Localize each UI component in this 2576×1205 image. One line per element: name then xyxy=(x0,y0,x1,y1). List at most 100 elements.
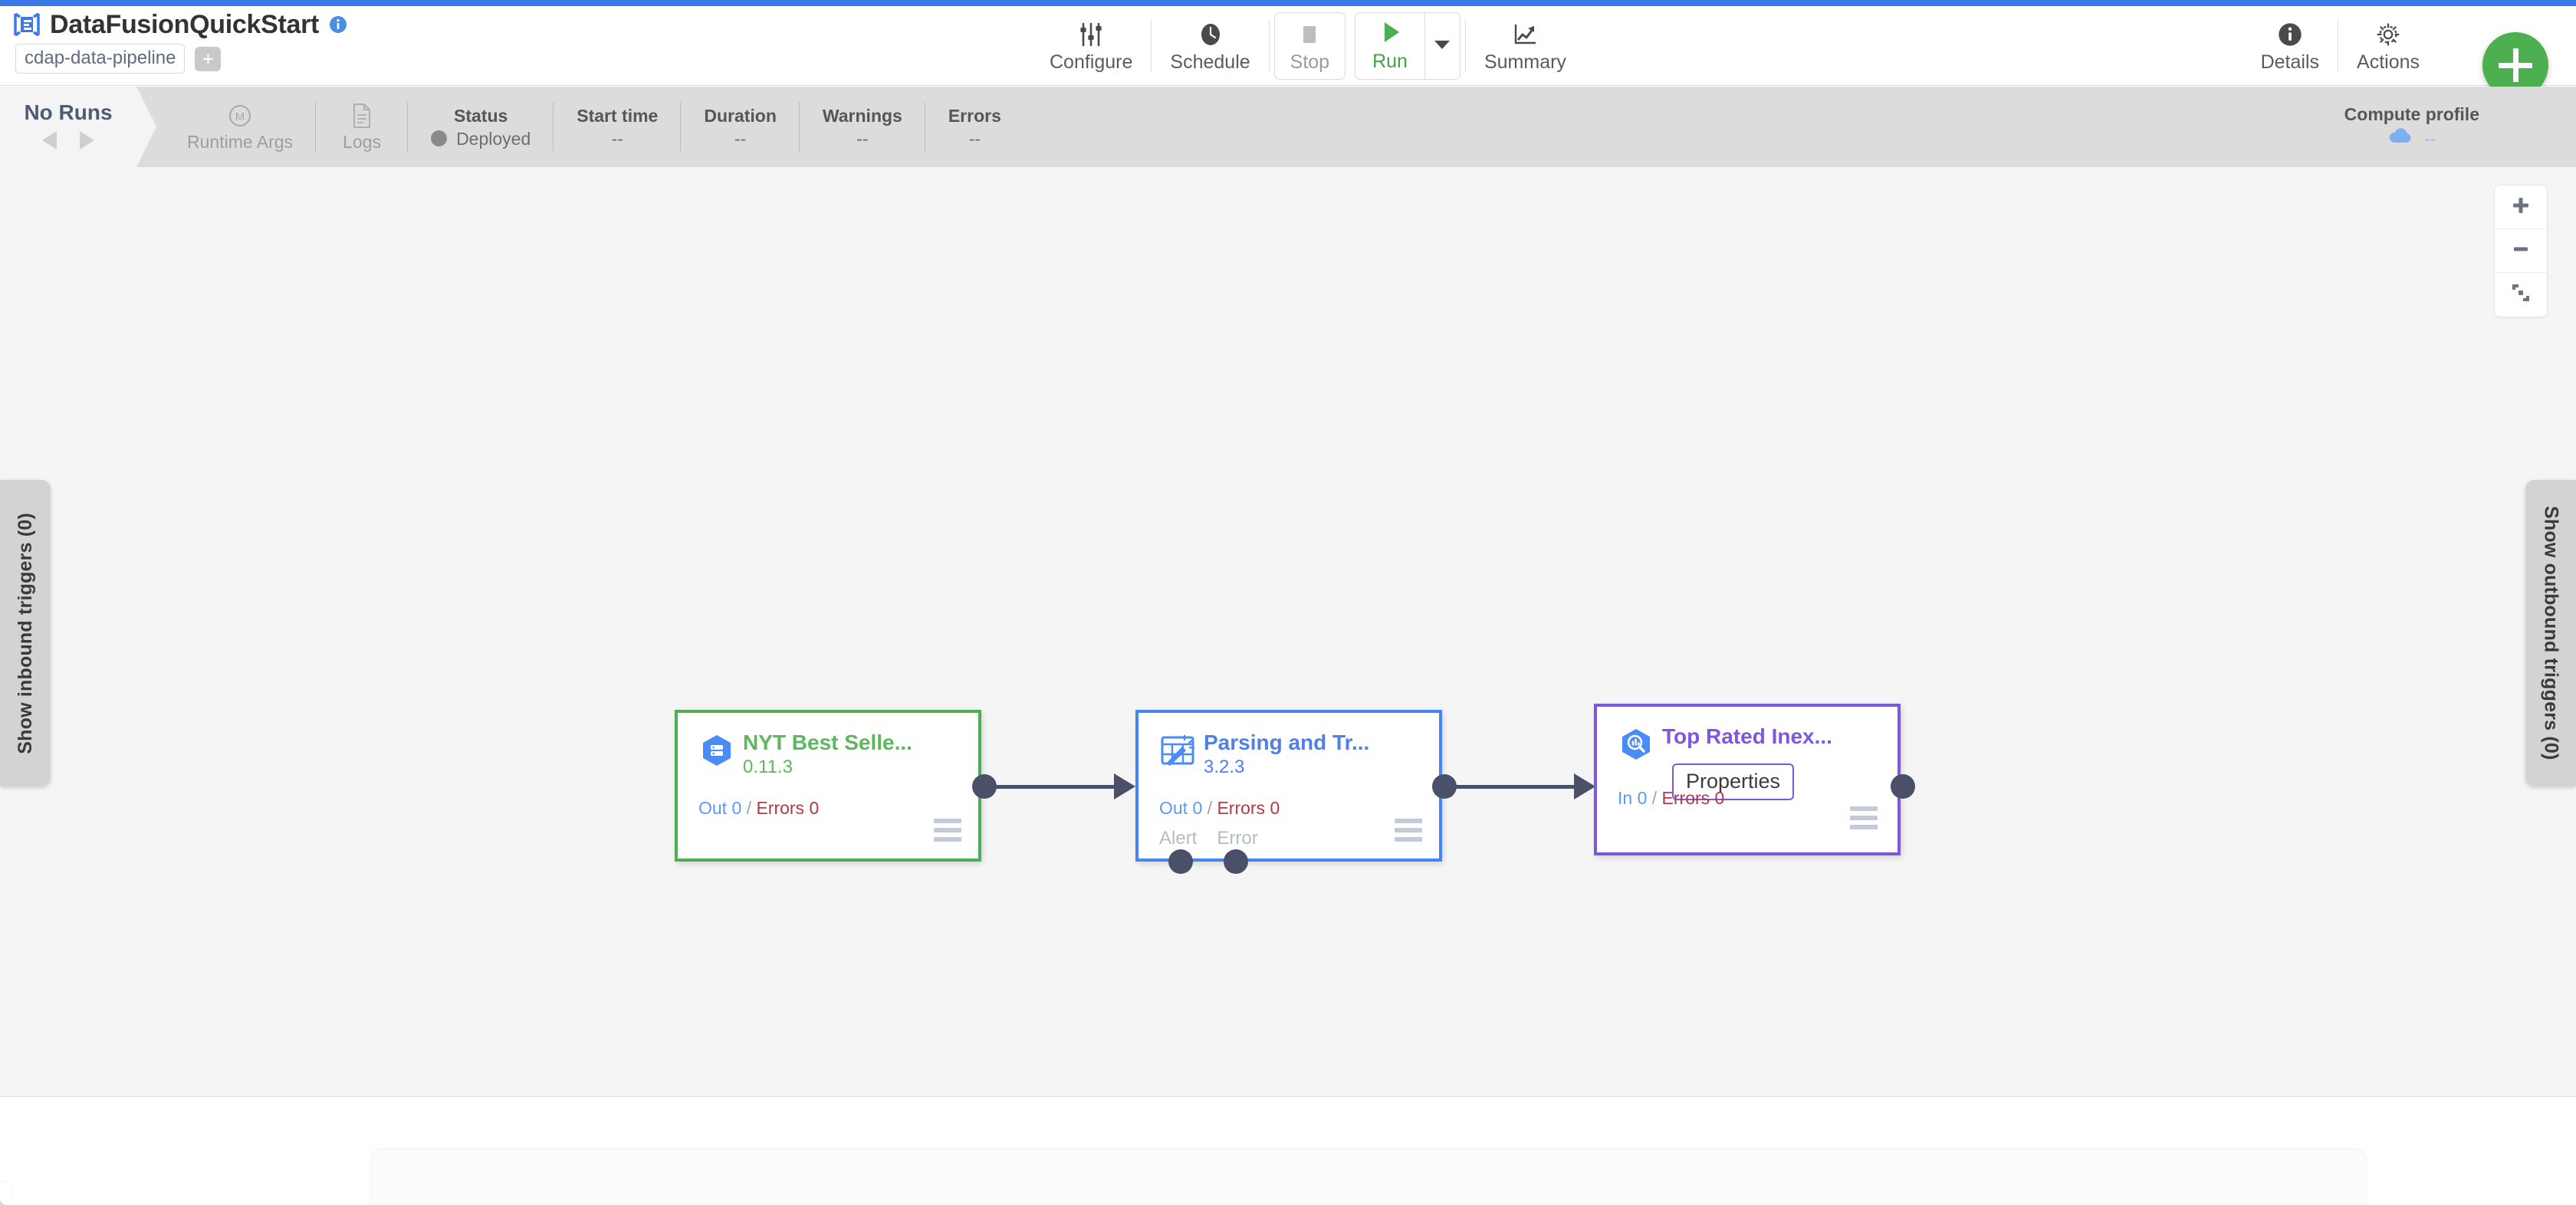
pipeline-type-badge[interactable]: cdap-data-pipeline xyxy=(15,44,186,74)
summary-button[interactable]: Summary xyxy=(1466,11,1585,81)
actions-button[interactable]: Actions xyxy=(2338,11,2438,81)
zoom-in-plus-icon xyxy=(2511,195,2531,219)
node-out-count: Out 0 xyxy=(1159,798,1203,818)
logs-button[interactable]: Logs xyxy=(316,87,409,167)
zoom-in-button[interactable] xyxy=(2495,186,2547,229)
svg-text:M: M xyxy=(235,110,245,123)
node-header: Top Rated Inex... xyxy=(1597,707,1898,763)
wrangler-transform-icon xyxy=(1159,732,1196,769)
connector-transform-to-sink[interactable] xyxy=(1449,773,1602,800)
node-transform-alert-endpoint[interactable] xyxy=(1168,849,1193,874)
configure-label: Configure xyxy=(1050,51,1133,73)
run-options-caret[interactable] xyxy=(1424,13,1460,79)
node-name: Top Rated Inex... xyxy=(1662,724,1832,748)
duration-label: Duration xyxy=(704,105,777,126)
play-triangle-icon xyxy=(1377,19,1403,49)
stop-button[interactable]: Stop xyxy=(1273,12,1346,80)
hamburger-menu-icon[interactable] xyxy=(934,819,961,842)
node-errors-count: Errors 0 xyxy=(1661,788,1725,808)
clock-icon xyxy=(1198,19,1223,50)
compute-profile-label: Compute profile xyxy=(2344,104,2479,124)
node-title-block: Parsing and Tr... 3.2.3 xyxy=(1204,730,1369,779)
warnings-label: Warnings xyxy=(822,105,902,126)
show-inbound-triggers-tab[interactable]: Show inbound triggers (0) xyxy=(0,480,51,786)
fit-to-screen-icon xyxy=(2510,282,2532,307)
bottom-drawer-area xyxy=(0,1098,2576,1205)
next-run-button[interactable] xyxy=(77,129,97,156)
node-transform-error-endpoint[interactable] xyxy=(1224,849,1248,874)
compute-profile-value: -- xyxy=(2424,128,2436,149)
toolbar-divider xyxy=(1151,20,1152,72)
runtime-args-button[interactable]: M Runtime Args xyxy=(164,87,317,167)
compute-profile-field[interactable]: Compute profile -- xyxy=(2344,87,2479,167)
fit-to-screen-button[interactable] xyxy=(2495,273,2547,317)
cloud-icon xyxy=(2387,128,2413,149)
previous-run-button[interactable] xyxy=(40,129,60,156)
start-time-label: Start time xyxy=(577,105,659,126)
metrics-separator: / xyxy=(1651,788,1658,808)
canvas-zoom-controls xyxy=(2494,185,2548,317)
pipeline-canvas[interactable]: Show inbound triggers (0) Show outbound … xyxy=(0,167,2576,1097)
toolbar-divider xyxy=(1464,20,1466,72)
pipeline-node-source[interactable]: NYT Best Selle... 0.11.3 Out 0 / Errors … xyxy=(675,710,981,862)
bigquery-sink-hexagon-icon xyxy=(1618,726,1654,763)
details-button[interactable]: Details xyxy=(2242,11,2338,81)
cdap-logo-icon xyxy=(14,11,40,38)
status-value: Deployed xyxy=(456,128,531,149)
status-dot-icon xyxy=(431,130,448,146)
pipeline-title-row: DataFusionQuickStart xyxy=(14,11,347,38)
warnings-value: -- xyxy=(856,128,869,149)
runs-nav-arrows xyxy=(40,129,97,156)
run-button-group: Run xyxy=(1355,12,1460,80)
hamburger-menu-icon[interactable] xyxy=(1395,819,1422,842)
errors-field: Errors -- xyxy=(925,87,1024,167)
properties-tooltip[interactable]: Properties xyxy=(1672,763,1795,800)
logs-label: Logs xyxy=(343,131,381,152)
info-circle-icon xyxy=(2278,19,2302,50)
stop-label: Stop xyxy=(1290,51,1330,73)
run-status-bar: No Runs M Runtime Args xyxy=(0,87,2576,167)
details-label: Details xyxy=(2260,51,2320,73)
node-title-block: Top Rated Inex... xyxy=(1662,724,1832,749)
node-errors-count: Errors 0 xyxy=(756,798,820,818)
zoom-out-button[interactable] xyxy=(2495,229,2547,273)
toolbar-divider xyxy=(1268,20,1270,72)
add-tag-button[interactable]: + xyxy=(195,46,222,71)
pipeline-meta-row: cdap-data-pipeline + xyxy=(14,44,347,74)
status-fields: M Runtime Args xyxy=(136,87,1024,167)
node-metrics: In 0 / Errors 0 xyxy=(1618,788,1724,808)
pipeline-node-transform[interactable]: Parsing and Tr... 3.2.3 Out 0 / Errors 0… xyxy=(1135,710,1442,862)
node-transform-output-endpoint[interactable] xyxy=(1432,774,1457,799)
node-header: Parsing and Tr... 3.2.3 xyxy=(1138,713,1439,779)
node-in-count: In 0 xyxy=(1618,788,1648,808)
node-metrics: Out 0 / Errors 0 xyxy=(1159,798,1280,818)
run-button[interactable]: Run xyxy=(1355,13,1424,79)
start-time-field: Start time -- xyxy=(554,87,682,167)
show-outbound-triggers-tab[interactable]: Show outbound triggers (0) xyxy=(2525,480,2576,786)
bottom-drawer-panel[interactable] xyxy=(372,1150,2365,1205)
node-header: NYT Best Selle... 0.11.3 xyxy=(678,713,978,779)
pipeline-node-sink[interactable]: Top Rated Inex... Properties In 0 / Erro… xyxy=(1594,704,1901,855)
hamburger-menu-icon[interactable] xyxy=(1850,806,1878,829)
node-source-output-endpoint[interactable] xyxy=(972,774,997,799)
document-icon xyxy=(351,103,373,129)
info-circle-icon[interactable] xyxy=(329,15,347,34)
metrics-separator: / xyxy=(746,798,752,818)
start-time-value: -- xyxy=(611,128,623,149)
outbound-triggers-label: Show outbound triggers (0) xyxy=(2540,506,2562,760)
node-sink-output-endpoint[interactable] xyxy=(1891,774,1915,799)
schedule-button[interactable]: Schedule xyxy=(1152,11,1268,81)
node-name: Parsing and Tr... xyxy=(1204,731,1370,754)
sliders-icon xyxy=(1077,19,1105,50)
metrics-separator: / xyxy=(1207,798,1213,818)
configure-button[interactable]: Configure xyxy=(1031,11,1151,81)
node-out-count: Out 0 xyxy=(698,798,742,818)
app-header: DataFusionQuickStart cdap-data-pipeline … xyxy=(0,6,2576,98)
line-chart-icon xyxy=(1512,19,1538,50)
pipeline-identity: DataFusionQuickStart cdap-data-pipeline … xyxy=(14,11,347,74)
stop-square-icon xyxy=(1296,19,1322,50)
gcs-source-hexagon-icon xyxy=(698,732,735,769)
connector-source-to-transform[interactable] xyxy=(989,773,1142,800)
node-metrics: Out 0 / Errors 0 xyxy=(698,798,819,818)
drawer-corner-nub xyxy=(0,1182,11,1205)
